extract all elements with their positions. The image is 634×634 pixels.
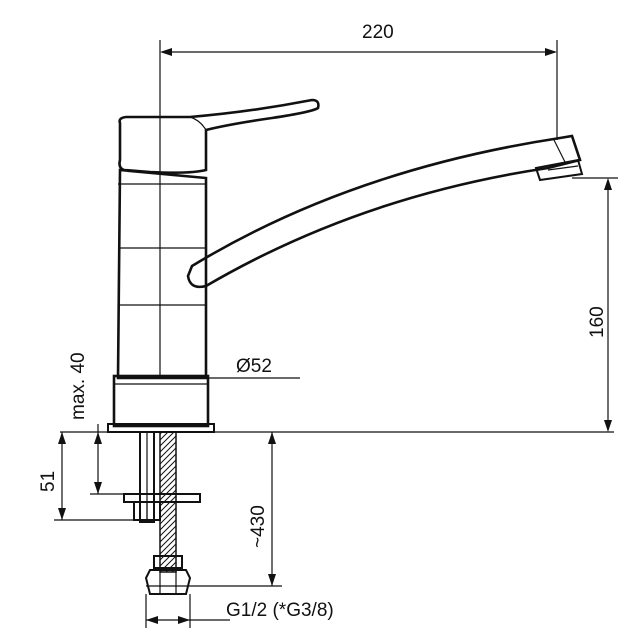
hose-length-dimension: ~430 bbox=[190, 432, 282, 586]
diameter-label: Ø52 bbox=[236, 356, 272, 377]
width-label: 220 bbox=[362, 22, 394, 43]
hose-length-label: ~430 bbox=[248, 505, 269, 548]
faucet-body bbox=[108, 170, 214, 432]
flexible-hose bbox=[146, 432, 190, 594]
spout bbox=[188, 136, 582, 287]
height-dimension: 160 bbox=[572, 178, 618, 432]
max-thickness-label: max. 40 bbox=[68, 352, 89, 420]
shank-length-label: 51 bbox=[38, 471, 59, 492]
shank-dimension: 51 bbox=[38, 432, 134, 520]
connection-dimension: G1/2 (*G3/8) bbox=[146, 594, 334, 628]
connection-label: G1/2 (*G3/8) bbox=[226, 600, 334, 621]
lever-handle bbox=[120, 100, 319, 173]
width-dimension: 220 bbox=[160, 22, 557, 378]
height-label: 160 bbox=[587, 306, 608, 338]
